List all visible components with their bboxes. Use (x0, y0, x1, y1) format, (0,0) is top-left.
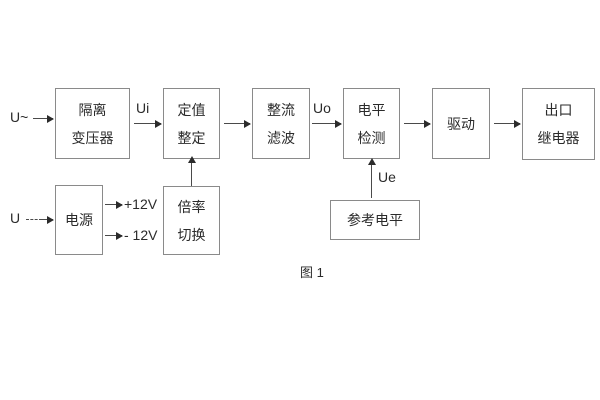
dashed-line-dc-input (26, 219, 42, 220)
figure-caption: 图 1 (300, 265, 324, 280)
block-reference-level: 参考电平 (330, 200, 420, 240)
ac-input-label: U~ (10, 109, 29, 125)
block-line: 变压器 (71, 129, 114, 146)
block-level-detection: 电平 检测 (343, 88, 400, 159)
arrow-setting-value-to-rectify-filter (224, 119, 251, 128)
block-line: 切换 (177, 226, 206, 243)
block-rectify-filter: 整流 滤波 (252, 88, 310, 159)
block-line: 滤波 (267, 129, 295, 146)
arrow-isolation-transformer-to-setting-value (134, 119, 162, 128)
block-output-relay: 出口 继电器 (522, 88, 595, 160)
arrow-drive-to-output-relay (494, 119, 521, 128)
block-line: 继电器 (537, 130, 580, 146)
dc-input-label: U (10, 210, 21, 226)
block-line: 驱动 (447, 115, 475, 132)
block-line: 参考电平 (347, 212, 403, 228)
uo-signal-label: Uo (313, 100, 331, 116)
ui-signal-label: Ui (136, 100, 150, 116)
arrow-reference-level-to-level-detection (367, 158, 376, 198)
arrow-power-supply-rail-negative (105, 231, 123, 240)
arrow-rectify-filter-to-level-detection (312, 119, 342, 128)
block-line: 出口 (544, 102, 573, 118)
block-isolation-transformer: 隔离 变压器 (55, 88, 130, 159)
block-line: 整定 (177, 129, 206, 146)
arrow-ac-input-to-isolation-transformer (33, 114, 54, 123)
ue-signal-label: Ue (378, 169, 396, 185)
block-drive: 驱动 (432, 88, 490, 159)
block-line: 倍率 (177, 198, 206, 215)
block-line: 电平 (357, 101, 386, 118)
rail-negative-label: - 12V (124, 227, 158, 243)
arrow-multiplier-switch-to-setting-value (187, 156, 196, 186)
block-line: 整流 (267, 101, 295, 118)
block-line: 检测 (357, 129, 386, 146)
block-line: 隔离 (78, 101, 107, 118)
rail-positive-label: +12V (124, 196, 158, 212)
arrow-dc-input-to-power-supply (42, 215, 54, 224)
block-line: 定值 (177, 101, 206, 118)
arrow-power-supply-rail-positive (105, 200, 123, 209)
block-line: 电源 (65, 212, 93, 228)
block-multiplier-switch: 倍率 切换 (163, 186, 220, 255)
block-power-supply: 电源 (55, 185, 103, 255)
block-setting-value: 定值 整定 (163, 88, 220, 159)
arrow-level-detection-to-drive (404, 119, 431, 128)
